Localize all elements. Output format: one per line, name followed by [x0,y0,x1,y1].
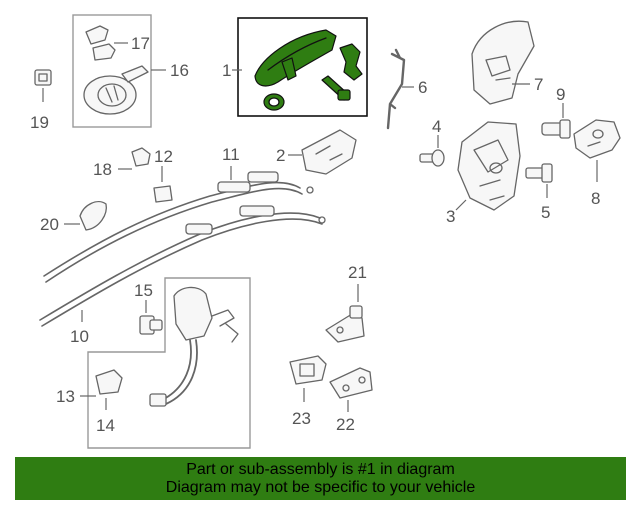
callout-8[interactable]: 8 [591,189,600,208]
part-7-cover[interactable] [471,20,535,105]
callout-20[interactable]: 20 [40,215,59,234]
part-15-bolt[interactable] [139,315,163,335]
callout-14[interactable]: 14 [96,416,115,435]
callout-13[interactable]: 13 [56,387,75,406]
callout-10[interactable]: 10 [70,327,89,346]
callout-22[interactable]: 22 [336,415,355,434]
part-1-outer-handle[interactable] [254,29,363,111]
part-16-cylinder[interactable] [83,65,149,115]
part-inner-handle-assembly[interactable] [149,286,239,407]
part-20-cap[interactable] [79,201,107,231]
callout-15[interactable]: 15 [134,281,153,300]
part-4-screw[interactable] [419,149,445,167]
group-box-16 [72,14,152,128]
leader-3 [455,199,467,211]
footer-line-2: Diagram may not be specific to your vehi… [165,479,476,496]
callout-21[interactable]: 21 [348,263,367,282]
part-18-clip[interactable] [131,147,151,167]
callout-5[interactable]: 5 [541,203,550,222]
part-19-clip[interactable] [34,69,52,86]
callout-16[interactable]: 16 [170,61,189,80]
callout-6[interactable]: 6 [418,78,427,97]
part-17-clip[interactable] [85,25,116,61]
callout-18[interactable]: 18 [93,160,112,179]
callout-23[interactable]: 23 [292,409,311,428]
callout-2[interactable]: 2 [276,146,285,165]
part-2-bracket[interactable] [301,129,357,175]
callout-11[interactable]: 11 [222,145,240,164]
part-3-latch[interactable] [457,121,521,211]
part-11-cable[interactable] [43,171,314,283]
footer-line-1: Part or sub-assembly is #1 in diagram [186,461,455,478]
part-10-cable[interactable] [39,205,326,327]
part-23-checker[interactable] [289,355,327,385]
callout-19[interactable]: 19 [30,113,49,132]
part-8-striker[interactable] [573,119,621,159]
part-21-hinge[interactable] [325,305,365,343]
callout-3[interactable]: 3 [446,207,455,226]
part-22-hinge[interactable] [329,367,373,399]
callout-9[interactable]: 9 [556,85,565,104]
callout-12[interactable]: 12 [154,147,173,166]
callout-17[interactable]: 17 [131,34,150,53]
group-box-13 [87,277,251,449]
highlight-box-1 [237,17,368,117]
part-14-clip[interactable] [95,369,123,395]
footer-banner: Part or sub-assembly is #1 in diagram Di… [15,457,626,500]
part-5-bolt[interactable] [525,163,553,183]
callout-7[interactable]: 7 [534,75,543,94]
part-6-rod[interactable] [386,48,406,130]
part-9-bolt[interactable] [541,119,571,139]
callout-4[interactable]: 4 [432,117,441,136]
part-12-clip[interactable] [153,185,173,203]
callout-1[interactable]: 1 [222,61,231,80]
